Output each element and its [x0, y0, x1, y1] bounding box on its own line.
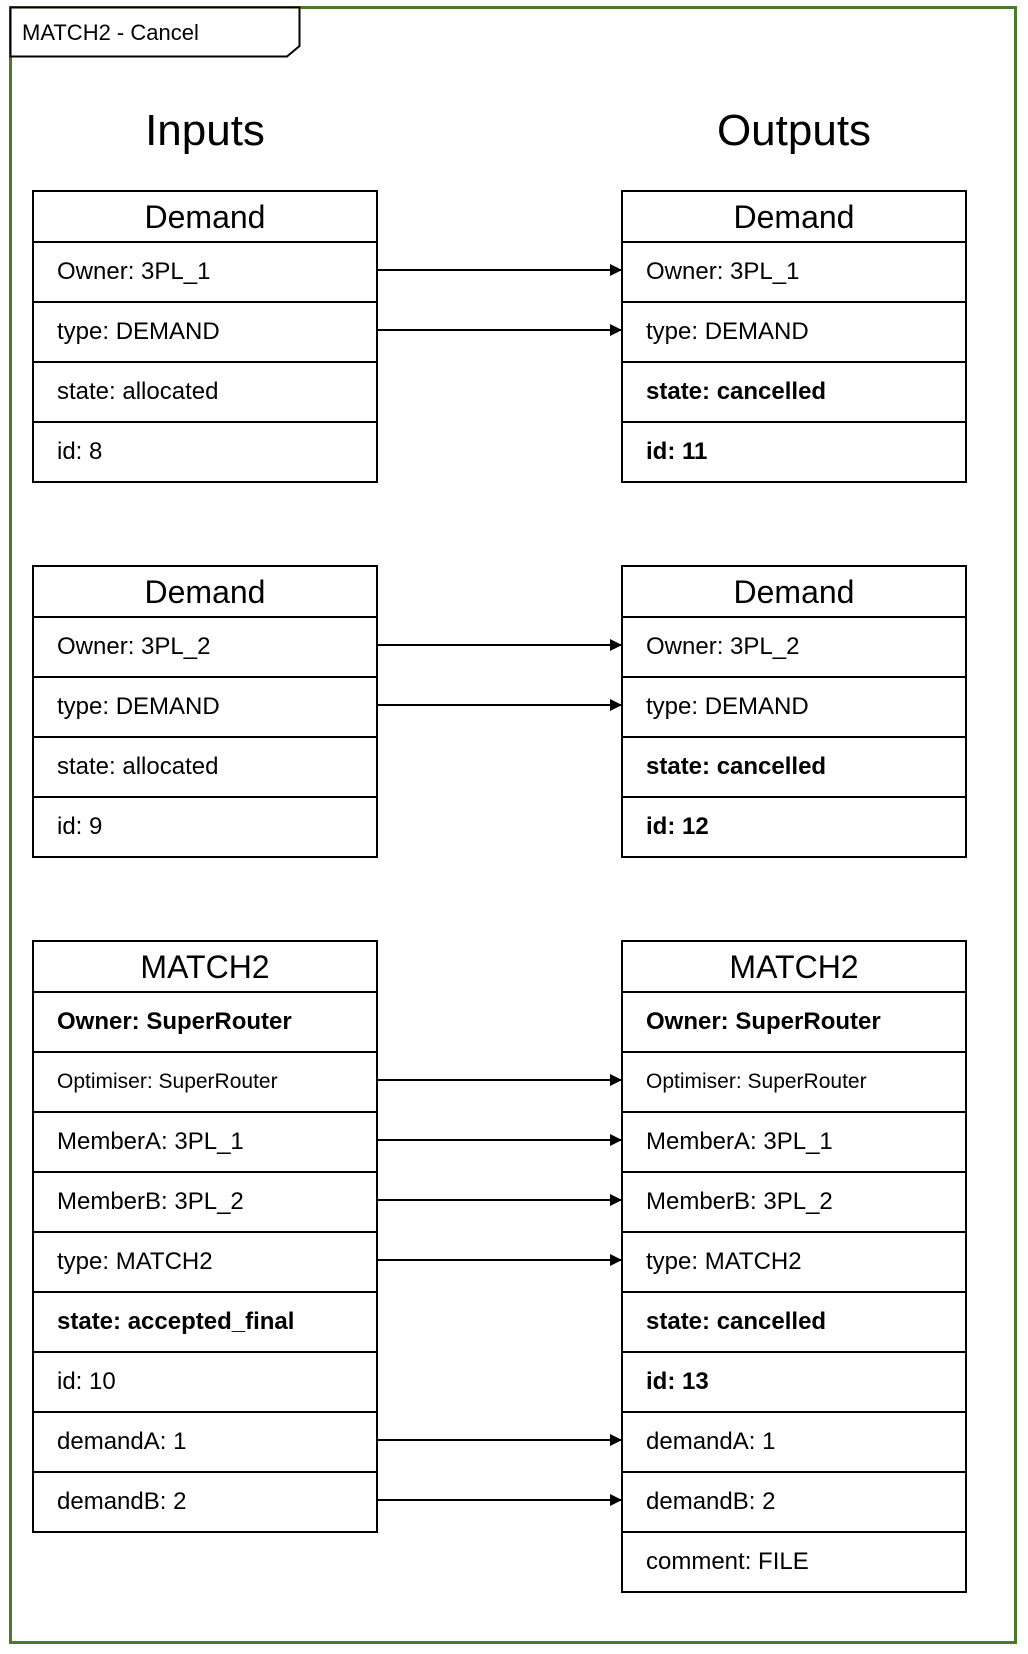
field-id: id: 10	[34, 1353, 376, 1413]
inputs-heading: Inputs	[145, 106, 265, 155]
field-demandb: demandB: 2	[57, 1488, 187, 1515]
field-owner: Owner: SuperRouter	[623, 993, 965, 1053]
frame-title: MATCH2 - Cancel	[22, 20, 199, 45]
field-owner: Owner: 3PL_2	[34, 618, 376, 678]
field-owner: Owner: 3PL_2	[623, 618, 965, 678]
field-type: type: DEMAND	[34, 678, 376, 738]
field-type: type: MATCH2	[623, 1233, 965, 1293]
entity-title: Demand	[623, 192, 965, 243]
field-comment: comment: FILE	[646, 1548, 809, 1575]
field-state: state: cancelled	[623, 738, 965, 798]
field-owner: Owner: 3PL_1	[34, 243, 376, 303]
field-state: state: allocated	[34, 738, 376, 798]
field-membera: MemberA: 3PL_1	[34, 1113, 376, 1173]
field-id: id: 12	[646, 813, 709, 840]
field-owner: Owner: SuperRouter	[34, 993, 376, 1053]
field-demanda: demandA: 1	[623, 1413, 965, 1473]
entity-title: Demand	[623, 567, 965, 618]
outputs-heading: Outputs	[716, 106, 872, 155]
field-membera: MemberA: 3PL_1	[623, 1113, 965, 1173]
field-id: id: 13	[623, 1353, 965, 1413]
field-type: type: DEMAND	[623, 678, 965, 738]
field-state: state: allocated	[34, 363, 376, 423]
field-type: type: DEMAND	[623, 303, 965, 363]
entity-title: MATCH2	[34, 942, 376, 993]
frame-title-tab	[9, 6, 301, 58]
field-demandb: demandB: 2	[623, 1473, 965, 1533]
field-demanda: demandA: 1	[34, 1413, 376, 1473]
entity-title: MATCH2	[623, 942, 965, 993]
entity-title: Demand	[34, 192, 376, 243]
field-id: id: 9	[57, 813, 103, 840]
diagram-frame	[9, 6, 1017, 1644]
field-optimiser: Optimiser: SuperRouter	[623, 1053, 965, 1113]
field-id: id: 11	[646, 438, 708, 465]
field-type: type: MATCH2	[34, 1233, 376, 1293]
field-state: state: cancelled	[623, 363, 965, 423]
field-memberb: MemberB: 3PL_2	[34, 1173, 376, 1233]
field-state: state: cancelled	[623, 1293, 965, 1353]
field-owner: Owner: 3PL_1	[623, 243, 965, 303]
field-optimiser: Optimiser: SuperRouter	[34, 1053, 376, 1113]
field-type: type: DEMAND	[34, 303, 376, 363]
entity-title: Demand	[34, 567, 376, 618]
field-state: state: accepted_final	[34, 1293, 376, 1353]
field-memberb: MemberB: 3PL_2	[623, 1173, 965, 1233]
field-id: id: 8	[57, 438, 103, 465]
